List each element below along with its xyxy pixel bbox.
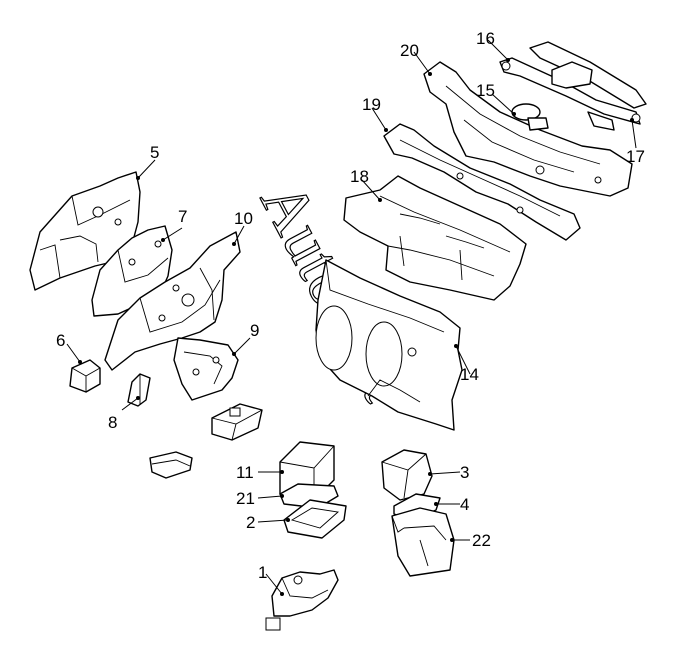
part-22-housing [391, 507, 455, 577]
part-15-wiper-motor [511, 103, 549, 131]
callout-20: 20 [400, 41, 419, 60]
callout-labels: 5 7 10 9 6 8 11 21 2 1 3 4 22 14 18 19 2… [56, 29, 645, 582]
part-3-cover [381, 449, 433, 501]
callout-22: 22 [472, 531, 491, 550]
part-20-cowl-bar [423, 61, 633, 197]
callout-5: 5 [150, 143, 159, 162]
callout-6: 6 [56, 331, 65, 350]
callout-17: 17 [626, 147, 645, 166]
part-16-wiper-linkage [499, 41, 647, 131]
part-10-bracket [104, 231, 241, 371]
part-6-clip [69, 359, 101, 393]
part-module [211, 403, 263, 441]
callout-3: 3 [460, 463, 469, 482]
leader-lines [66, 39, 637, 595]
callout-4: 4 [460, 495, 469, 514]
callout-19: 19 [362, 95, 381, 114]
callout-2: 2 [246, 513, 255, 532]
callout-18: 18 [350, 167, 369, 186]
callout-10: 10 [234, 209, 253, 228]
part-8-clip [127, 373, 151, 407]
callout-21: 21 [236, 489, 255, 508]
callout-15: 15 [476, 81, 495, 100]
part-14-bulkhead [315, 259, 463, 431]
callout-11: 11 [236, 463, 254, 482]
leader-dots [78, 58, 634, 596]
part-2-tray [283, 499, 347, 539]
callout-16: 16 [476, 29, 495, 48]
part-connector [149, 451, 193, 479]
callout-14: 14 [460, 365, 479, 384]
part-1-motor [265, 569, 339, 631]
part-18-scuttle [343, 175, 527, 301]
callout-7: 7 [178, 207, 187, 226]
part-9-bracket [173, 337, 239, 401]
callout-9: 9 [250, 321, 259, 340]
callout-1: 1 [258, 563, 267, 582]
part-19-crossmember [383, 123, 581, 241]
callout-8: 8 [108, 413, 117, 432]
